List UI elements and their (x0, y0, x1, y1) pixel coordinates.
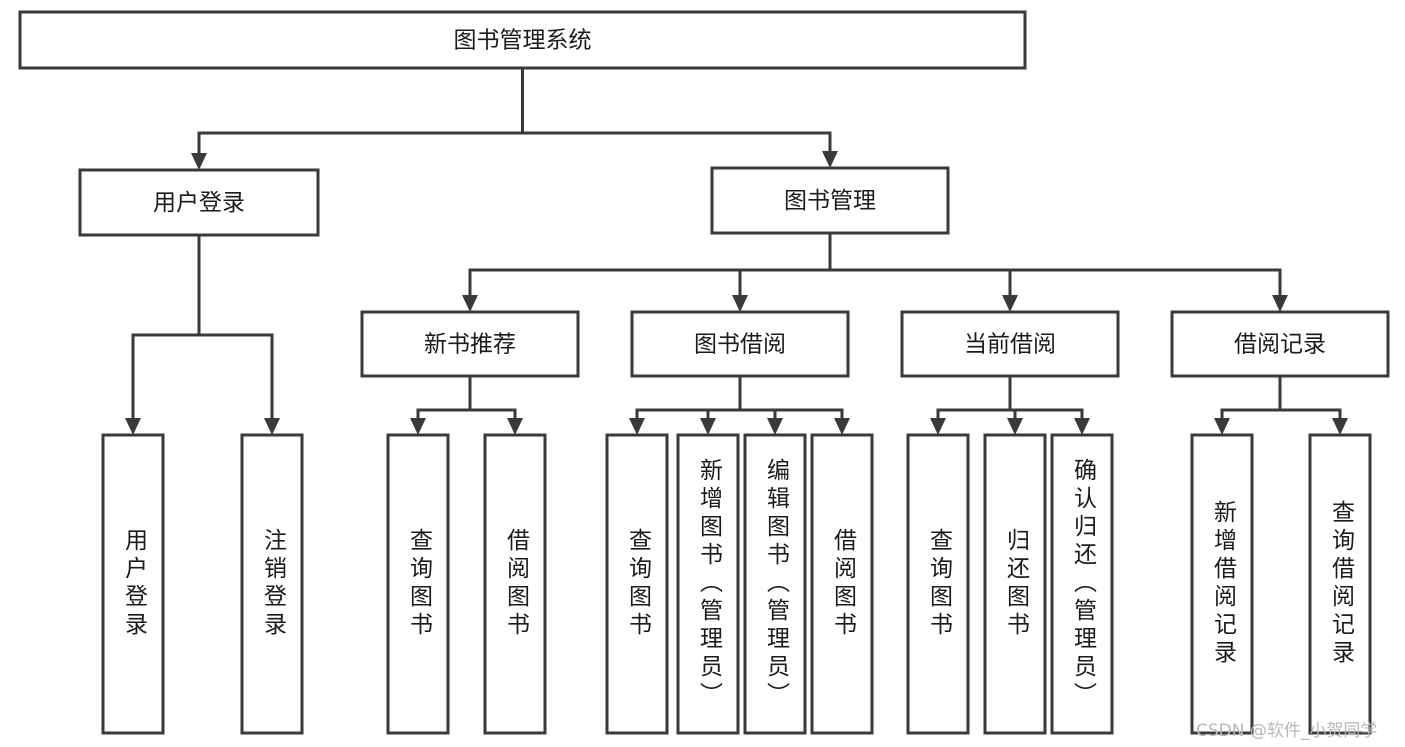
node-leaf-1[interactable] (101, 433, 165, 735)
arrow-head-icon (191, 153, 207, 170)
node-leaf-12[interactable] (1190, 433, 1254, 735)
connector-layer (125, 66, 1348, 435)
arrow-head-icon (462, 295, 478, 312)
node-leaf-2[interactable] (240, 433, 304, 735)
node-level3-2-label: 图书借阅 (694, 332, 786, 358)
node-level3-3[interactable] (900, 310, 1120, 378)
node-level3-4[interactable] (1170, 310, 1390, 378)
node-leaf-5[interactable] (605, 433, 669, 735)
arrow-head-icon (125, 418, 141, 435)
node-level3-2[interactable] (630, 310, 850, 378)
csdn-watermark: CSDN @软件_小贺同学 (1196, 721, 1378, 741)
arrow-head-icon (834, 418, 850, 435)
arrow-head-icon (1332, 418, 1348, 435)
arrow-head-icon (1214, 418, 1230, 435)
node-leaf-10[interactable] (983, 433, 1047, 735)
node-level2-2[interactable] (710, 166, 950, 235)
node-level2-1-label: 用户登录 (153, 190, 245, 216)
node-root-system[interactable] (18, 10, 1027, 70)
node-leaf-7[interactable] (743, 433, 807, 735)
arrow-head-icon (1002, 295, 1018, 312)
node-leaf-4[interactable] (483, 433, 547, 735)
arrow-head-icon (930, 418, 946, 435)
node-level3-1-label: 新书推荐 (424, 332, 516, 358)
arrow-head-icon (629, 418, 645, 435)
node-leaf-13[interactable] (1308, 433, 1372, 735)
node-level3-3-label: 当前借阅 (964, 332, 1056, 358)
node-leaf-11[interactable] (1050, 433, 1114, 735)
arrow-head-icon (700, 418, 716, 435)
arrow-head-icon (1272, 295, 1288, 312)
arrow-head-icon (1007, 418, 1023, 435)
arrow-head-icon (1074, 418, 1090, 435)
node-level3-4-label: 借阅记录 (1234, 332, 1326, 358)
node-level2-1[interactable] (78, 168, 320, 237)
arrow-head-icon (507, 418, 523, 435)
node-level3-1[interactable] (360, 310, 580, 378)
node-leaf-6[interactable] (676, 433, 740, 735)
arrow-head-icon (410, 418, 426, 435)
node-leaf-3[interactable] (386, 433, 450, 735)
arrow-head-icon (767, 418, 783, 435)
node-level2-2-label: 图书管理 (784, 188, 876, 214)
node-root-system-label: 图书管理系统 (454, 28, 592, 54)
node-leaf-9[interactable] (906, 433, 970, 735)
node-leaf-8[interactable] (810, 433, 874, 735)
arrow-head-icon (732, 295, 748, 312)
arrow-head-icon (264, 418, 280, 435)
arrow-head-icon (822, 151, 838, 168)
